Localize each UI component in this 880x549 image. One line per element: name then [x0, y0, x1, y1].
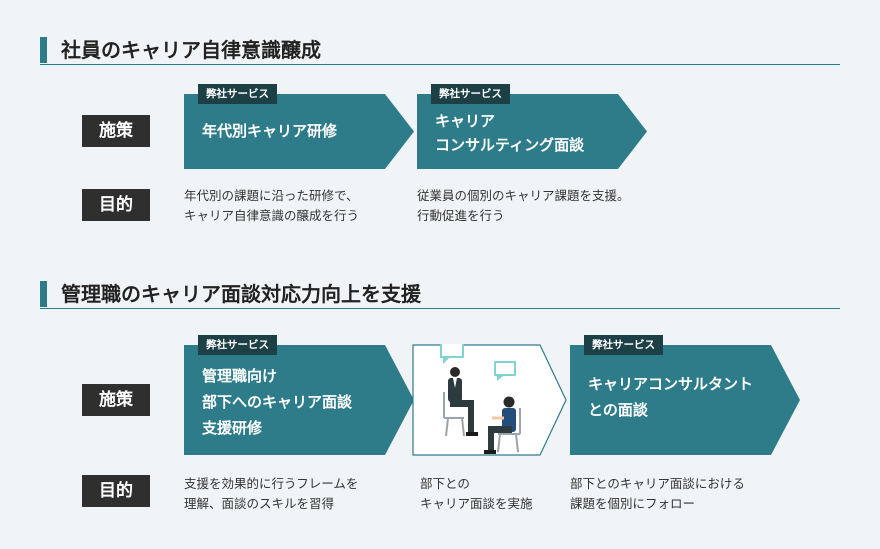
purpose-line: キャリア面談を実施	[420, 496, 533, 511]
service-box-label-line2: 部下へのキャリア面談	[202, 393, 353, 411]
purpose-text-3: 部下とのキャリア面談における 課題を個別にフォロー	[570, 474, 745, 514]
measures-label: 施策	[82, 384, 150, 416]
service-box-age-training: 年代別キャリア研修	[184, 94, 414, 169]
purpose-text-1: 支援を効果的に行うフレームを 理解、面談のスキルを習得	[184, 474, 358, 514]
service-box-career-consulting: キャリア コンサルティング面談	[417, 94, 647, 169]
section-1-title: 社員のキャリア自律意識醸成	[61, 38, 321, 62]
service-box-consultant-interview: キャリアコンサルタント との面談	[570, 345, 800, 455]
section-2-header: 管理職のキャリア面談対応力向上を支援	[40, 281, 840, 309]
service-tag: 弊社サービス	[431, 84, 510, 104]
service-tag: 弊社サービス	[584, 335, 663, 355]
purpose-line: 課題を個別にフォロー	[570, 496, 696, 511]
service-box-label: 年代別キャリア研修	[202, 122, 338, 140]
section-marker	[40, 281, 47, 307]
purpose-line: 年代別の課題に沿った研修で、	[184, 188, 359, 203]
section-marker	[40, 37, 47, 63]
purpose-text-2: 部下との キャリア面談を実施	[420, 474, 533, 514]
manager-figure-icon	[448, 367, 478, 436]
chair-icon	[497, 408, 521, 453]
purpose-line: 従業員の個別のキャリア課題を支援。	[417, 188, 630, 203]
service-box-label-line1: キャリアコンサルタント	[588, 375, 754, 393]
purpose-line: キャリア自律意識の醸成を行う	[184, 208, 360, 223]
measures-label: 施策	[82, 115, 150, 147]
interview-illustration	[412, 342, 568, 456]
purpose-line: 理解、面談のスキルを習得	[184, 496, 335, 511]
purpose-text-1: 年代別の課題に沿った研修で、 キャリア自律意識の醸成を行う	[184, 186, 359, 226]
purpose-text-2: 従業員の個別のキャリア課題を支援。 行動促進を行う	[417, 186, 630, 226]
service-box-label-line1: キャリア	[435, 112, 496, 130]
purpose-label: 目的	[82, 189, 150, 221]
service-box-label-line1: 管理職向け	[202, 367, 278, 385]
purpose-label: 目的	[82, 475, 150, 507]
service-box-label-line2: との面談	[588, 401, 648, 419]
service-box-label-line2: コンサルティング面談	[435, 136, 585, 154]
service-box-manager-training: 管理職向け 部下へのキャリア面談 支援研修	[184, 345, 414, 455]
chair-icon	[443, 392, 465, 437]
service-tag: 弊社サービス	[198, 335, 277, 355]
service-tag: 弊社サービス	[198, 84, 277, 104]
purpose-line: 部下とのキャリア面談における	[570, 476, 745, 491]
section-2-title: 管理職のキャリア面談対応力向上を支援	[61, 282, 421, 306]
service-box-label-line3: 支援研修	[202, 419, 263, 437]
subordinate-figure-icon	[484, 396, 516, 454]
interview-illustration-graphic	[412, 342, 567, 456]
purpose-line: 支援を効果的に行うフレームを	[184, 476, 359, 491]
section-1-header: 社員のキャリア自律意識醸成	[40, 37, 840, 65]
purpose-line: 行動促進を行う	[417, 208, 505, 223]
purpose-line: 部下との	[420, 476, 470, 491]
speech-bubble-icon	[440, 342, 464, 364]
speech-bubble-icon	[494, 361, 516, 381]
